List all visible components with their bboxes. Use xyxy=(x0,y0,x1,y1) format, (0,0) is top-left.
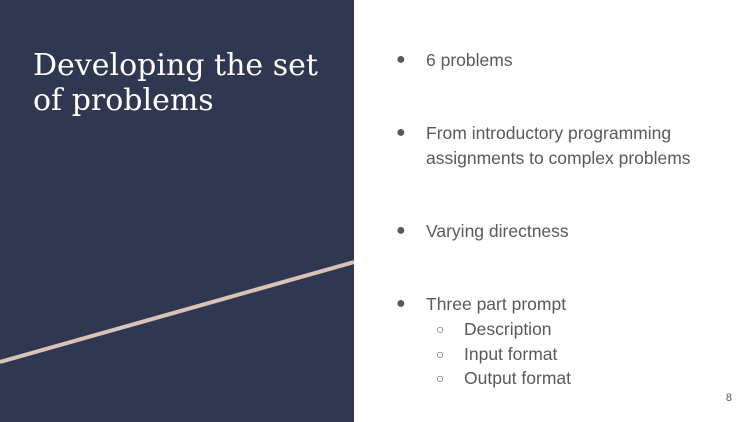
bullet-text: Varying directness xyxy=(426,221,569,241)
sub-bullet-text: Description xyxy=(464,319,552,339)
bullet-item: ● Varying directness xyxy=(396,219,569,244)
bullet-text-line: assignments to complex problems xyxy=(426,147,691,168)
bullet-item: ● Three part prompt xyxy=(396,292,566,317)
page-number: 8 xyxy=(725,392,732,404)
sub-bullet-marker: ○ xyxy=(436,321,445,337)
sub-bullet-text: Output format xyxy=(464,368,571,388)
accent-diagonal-line xyxy=(0,260,354,364)
bullet-text: Three part prompt xyxy=(426,294,567,314)
bullet-item: ● From introductory programming assignme… xyxy=(396,121,691,170)
bullet-marker: ● xyxy=(396,51,406,68)
bullet-marker: ● xyxy=(396,124,406,141)
sub-bullet-item: ○ Output format xyxy=(436,366,571,391)
accent-line-stroke xyxy=(0,260,354,364)
sub-bullet-item: ○ Description xyxy=(436,317,552,342)
bullet-text-line: From introductory programming xyxy=(426,123,672,143)
sub-bullet-item: ○ Input format xyxy=(436,342,557,367)
bullet-marker: ● xyxy=(396,295,406,312)
bullet-item: ● 6 problems xyxy=(396,48,513,73)
bullet-text: From introductory programming assignment… xyxy=(426,121,691,170)
sub-bullet-text: Input format xyxy=(464,344,558,364)
slide-title: Developing the set of problems xyxy=(33,48,318,118)
sub-bullet-marker: ○ xyxy=(436,370,445,386)
bullet-marker: ● xyxy=(396,222,406,239)
title-panel: Developing the set of problems xyxy=(0,0,354,422)
bullet-text: 6 problems xyxy=(426,50,513,70)
sub-bullet-marker: ○ xyxy=(436,346,445,362)
